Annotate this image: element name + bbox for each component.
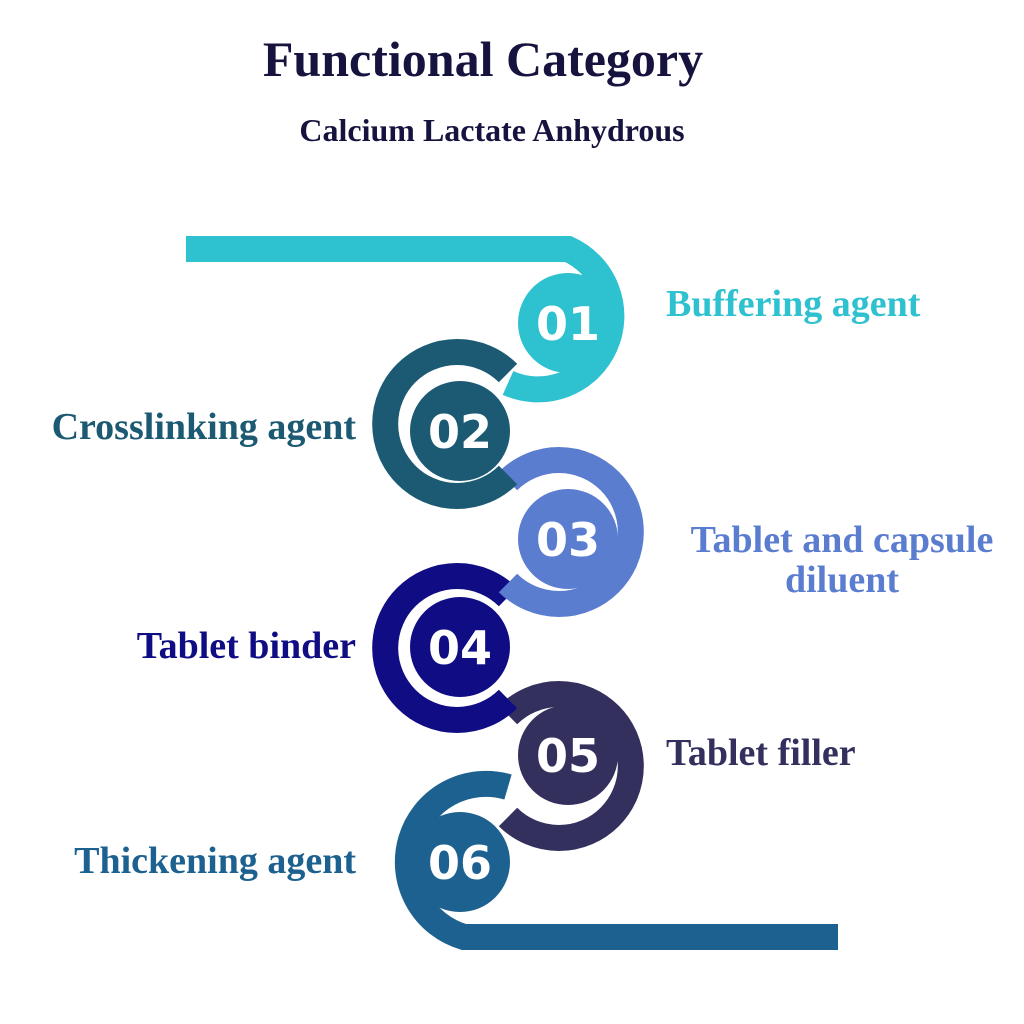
page-title: Functional Category bbox=[262, 31, 704, 87]
step-02-circle bbox=[410, 381, 510, 481]
step-05-ring bbox=[498, 681, 644, 851]
step-04-ring-arc bbox=[372, 563, 518, 733]
step-05-ring-arc bbox=[498, 681, 644, 851]
step-06-ring bbox=[394, 770, 838, 950]
step-03-circle bbox=[518, 489, 618, 589]
step-06-circle bbox=[410, 812, 510, 912]
step-03-label-line1: Tablet and capsule bbox=[690, 519, 994, 561]
page-subtitle: Calcium Lactate Anhydrous bbox=[299, 112, 685, 148]
step-01-number: 01 bbox=[536, 297, 600, 351]
step-06-ring-arc bbox=[394, 770, 838, 950]
step-06-badge: 06 bbox=[410, 812, 510, 912]
step-04-label: Tablet binder bbox=[136, 625, 356, 667]
step-02-badge: 02 bbox=[410, 381, 510, 481]
step-01-label: Buffering agent bbox=[666, 283, 921, 325]
step-03-label-line2: diluent bbox=[784, 559, 900, 601]
step-03-ring-arc bbox=[498, 447, 644, 617]
step-05-number: 05 bbox=[536, 729, 600, 783]
step-03-label: Tablet and capsule diluent bbox=[664, 520, 1020, 600]
step-04-circle bbox=[410, 597, 510, 697]
step-01-badge: 01 bbox=[518, 273, 618, 373]
step-04-badge: 04 bbox=[410, 597, 510, 697]
step-05-label: Tablet filler bbox=[666, 732, 856, 774]
step-05-badge: 05 bbox=[518, 705, 618, 805]
step-02-number: 02 bbox=[428, 405, 492, 459]
step-05-circle bbox=[518, 705, 618, 805]
step-02-ring bbox=[372, 339, 518, 509]
step-03-badge: 03 bbox=[518, 489, 618, 589]
step-02-label: Crosslinking agent bbox=[51, 406, 356, 448]
step-03-number: 03 bbox=[536, 513, 600, 567]
step-02-ring-arc bbox=[372, 339, 518, 509]
step-06-label: Thickening agent bbox=[74, 840, 356, 882]
step-04-number: 04 bbox=[428, 621, 492, 675]
step-03-ring bbox=[498, 447, 644, 617]
step-01-circle bbox=[518, 273, 618, 373]
step-06-number: 06 bbox=[428, 836, 492, 890]
step-04-ring bbox=[372, 563, 518, 733]
